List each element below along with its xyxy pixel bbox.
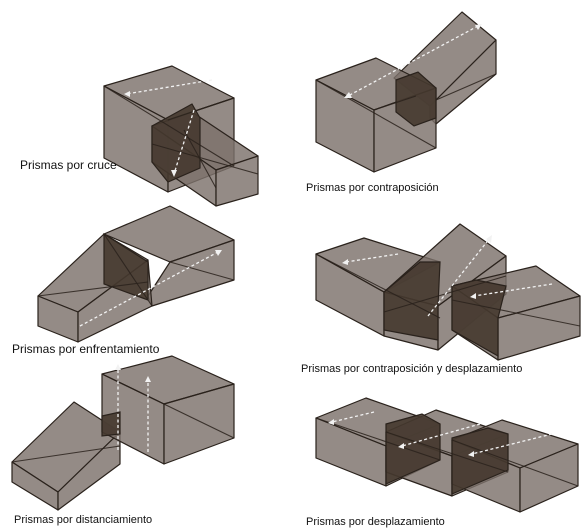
arrow-cruce-1 bbox=[125, 79, 213, 95]
figure-contraposicion-desplazamiento bbox=[315, 223, 581, 361]
caption-desplazamiento: Prismas por desplazamiento bbox=[306, 516, 445, 528]
arrowhead-cruce-1 bbox=[124, 91, 130, 97]
prism-dist-left bbox=[11, 401, 121, 511]
arrowhead-cd-1 bbox=[342, 259, 348, 265]
figure-distanciamiento bbox=[11, 355, 235, 511]
intersection-desp-1 bbox=[385, 413, 441, 485]
intersection-cd-2 bbox=[451, 279, 507, 358]
intersection-distanciamiento bbox=[101, 411, 121, 437]
intersection-desp-2 bbox=[451, 427, 509, 495]
arrowhead-dist-1 bbox=[115, 364, 121, 370]
arrowhead-cd-2 bbox=[486, 235, 492, 243]
arrow-desp-2 bbox=[401, 423, 481, 447]
prism-enfrentamiento-right bbox=[103, 205, 235, 307]
arrow-desp-1 bbox=[331, 411, 375, 423]
arrowhead-desp-3 bbox=[468, 451, 474, 457]
arrow-enfrentamiento bbox=[79, 251, 219, 327]
arrowhead-contraposicion bbox=[344, 92, 352, 98]
figure-cruce bbox=[103, 65, 259, 207]
caption-distanciamiento: Prismas por distanciamiento bbox=[14, 514, 153, 526]
caption-cruce: Prismas por cruce bbox=[20, 158, 117, 172]
arrowhead-enfrentamiento bbox=[215, 250, 222, 256]
edges-cruce bbox=[103, 85, 259, 189]
arrow-cruce-2 bbox=[173, 109, 195, 175]
arrow-contraposicion bbox=[347, 25, 479, 97]
arrowhead-contraposicion-2 bbox=[475, 24, 482, 30]
intersection-contraposicion bbox=[395, 71, 437, 127]
arrowhead-desp-1 bbox=[328, 419, 334, 425]
arrowhead-cruce-2 bbox=[171, 170, 177, 177]
arrow-cd-2 bbox=[427, 237, 491, 317]
arrowhead-cd-3 bbox=[470, 293, 476, 299]
arrow-cd-3 bbox=[473, 283, 553, 297]
arrowhead-desp-2 bbox=[398, 443, 404, 449]
figure-enfrentamiento bbox=[37, 205, 235, 343]
prism-dist-right bbox=[101, 355, 235, 465]
caption-contraposicion: Prismas por contraposición bbox=[306, 182, 439, 194]
figure-desplazamiento bbox=[315, 397, 579, 513]
edges-enfrentamiento bbox=[37, 233, 235, 307]
arrowhead-dist-2 bbox=[145, 376, 151, 382]
edges-contraposicion bbox=[315, 73, 497, 149]
intersection-cd-1 bbox=[383, 261, 441, 341]
caption-enfrentamiento: Prismas por enfrentamiento bbox=[12, 342, 160, 356]
figure-contraposicion bbox=[315, 11, 497, 173]
arrow-desp-3 bbox=[471, 433, 553, 455]
edges-desp bbox=[315, 417, 579, 487]
caption-contraposicion-desplazamiento: Prismas por contraposición y desplazamie… bbox=[301, 363, 523, 375]
edges-distanciamiento bbox=[11, 373, 235, 463]
